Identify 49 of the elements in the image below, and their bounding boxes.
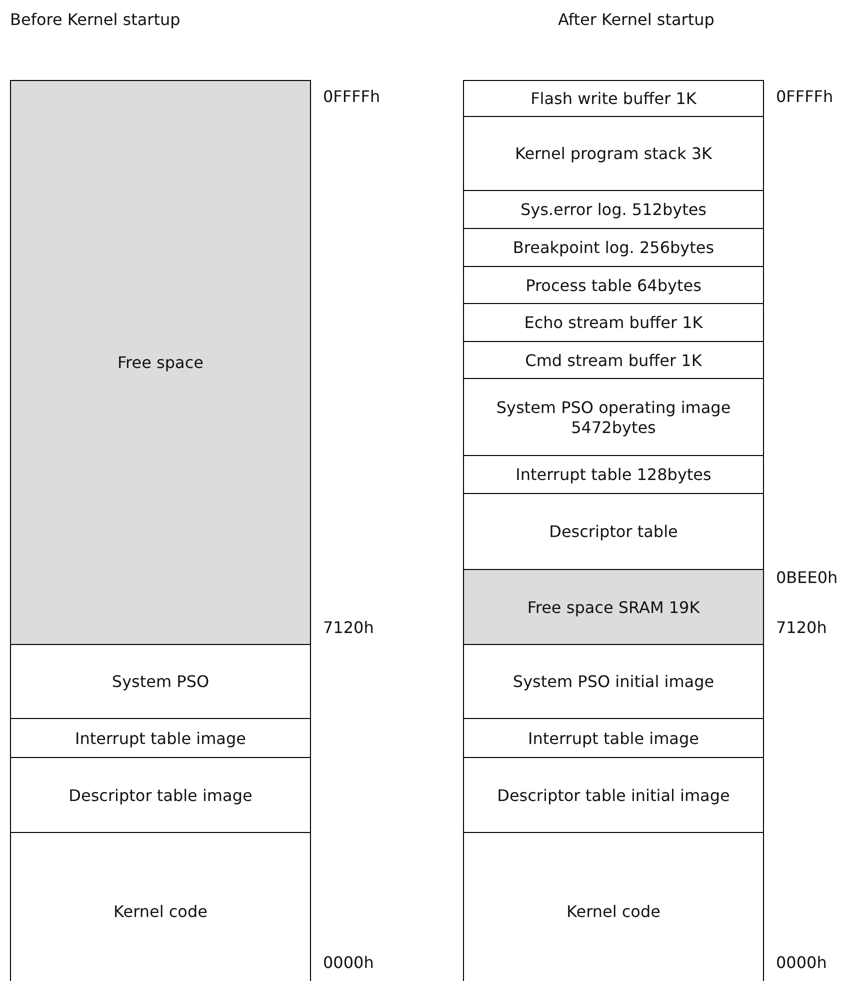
address-label: 0FFFFh bbox=[776, 87, 834, 107]
region-label: Echo stream buffer 1K bbox=[524, 313, 703, 333]
region-label: Interrupt table 128bytes bbox=[516, 465, 712, 485]
address-label: 7120h bbox=[776, 618, 827, 638]
region-label: Interrupt table image bbox=[75, 728, 246, 748]
memory-region bbox=[10, 644, 311, 719]
region-label: Kernel program stack 3K bbox=[515, 144, 712, 164]
column-heading: Before Kernel startup bbox=[10, 10, 180, 30]
region-label: Sys.error log. 512bytes bbox=[520, 200, 707, 220]
memory-region bbox=[463, 266, 764, 304]
memory-region bbox=[463, 832, 764, 981]
memory-region bbox=[463, 228, 764, 267]
address-label: 0000h bbox=[776, 953, 827, 973]
free-memory-region bbox=[463, 569, 764, 645]
memory-region bbox=[463, 455, 764, 494]
region-label: Breakpoint log. 256bytes bbox=[512, 238, 714, 258]
region-label: Descriptor table image bbox=[68, 786, 252, 806]
region-label: System PSO bbox=[112, 672, 210, 692]
memory-region bbox=[463, 718, 764, 758]
memory-region bbox=[10, 718, 311, 758]
region-label: System PSO initial image bbox=[512, 672, 714, 692]
region-label: System PSO operating image 5472bytes bbox=[495, 398, 732, 438]
region-label: Kernel code bbox=[114, 902, 208, 922]
memory-region bbox=[463, 757, 764, 833]
address-label: 0BEE0h bbox=[776, 568, 838, 588]
memory-region bbox=[463, 80, 764, 117]
region-label: Kernel code bbox=[566, 902, 660, 922]
address-label: 0000h bbox=[323, 953, 374, 973]
memory-region bbox=[463, 190, 764, 229]
memory-region bbox=[10, 757, 311, 833]
region-label: Descriptor table initial image bbox=[497, 786, 730, 806]
memory-region bbox=[463, 303, 764, 342]
region-label: Interrupt table image bbox=[528, 728, 699, 748]
region-label: Free space bbox=[118, 353, 204, 373]
free-memory-region bbox=[10, 80, 311, 645]
memory-region bbox=[463, 341, 764, 379]
region-label: Descriptor table bbox=[549, 522, 678, 542]
region-label: Cmd stream buffer 1K bbox=[525, 350, 702, 370]
memory-region bbox=[463, 644, 764, 719]
region-label: Process table 64bytes bbox=[526, 276, 702, 296]
memory-region bbox=[463, 378, 764, 456]
address-label: 0FFFFh bbox=[323, 87, 380, 107]
memory-region bbox=[463, 116, 764, 191]
memory-region bbox=[463, 493, 764, 570]
region-label: Flash write buffer 1K bbox=[530, 89, 696, 109]
memory-region bbox=[10, 832, 311, 981]
region-label: Free space SRAM 19K bbox=[527, 598, 700, 618]
column-heading: After Kernel startup bbox=[558, 10, 714, 30]
address-label: 7120h bbox=[323, 618, 374, 638]
